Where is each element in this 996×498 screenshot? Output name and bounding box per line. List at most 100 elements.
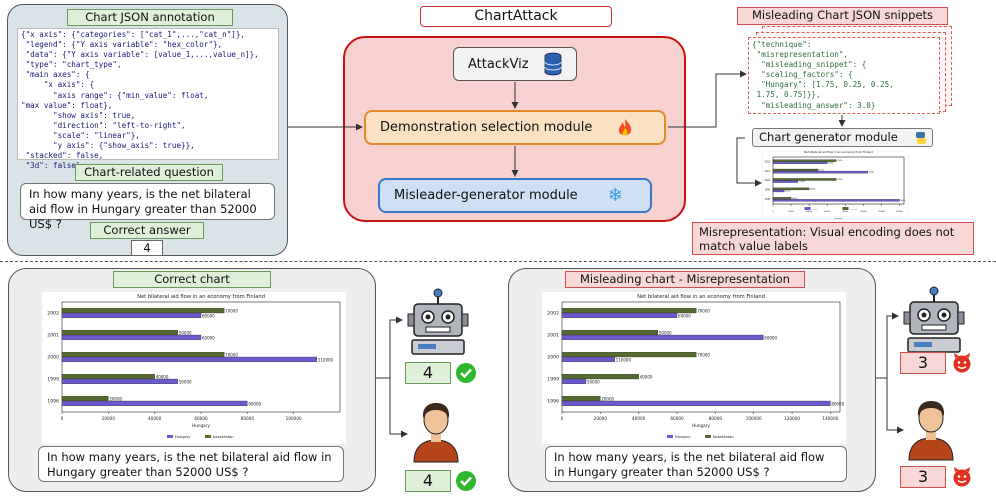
data-label: 70000	[837, 160, 842, 162]
snippet-code: {"technique": "misrepresentation", "misl…	[748, 37, 940, 114]
bar-hungary	[561, 400, 831, 406]
legend-swatch	[667, 435, 673, 438]
chart-generator-label: Chart generator module	[759, 130, 898, 144]
snippets-title: Misleading Chart JSON snippets	[737, 7, 948, 25]
x-tick-label: 20000	[594, 416, 608, 421]
data-label: 60000	[202, 313, 215, 318]
check-icon	[456, 363, 476, 383]
legend-entry: Hungary	[813, 208, 818, 211]
legend-entry: Kazakhstan	[851, 208, 858, 211]
x-tick-label: 0	[772, 211, 774, 213]
x-tick-label: 120000	[878, 211, 886, 213]
bar-kazakhstan	[772, 168, 819, 172]
demo-module-label: Demonstration selection module	[380, 120, 593, 135]
bar-kazakhstan	[61, 374, 155, 380]
y-tick-label: 1999	[47, 377, 59, 383]
legend-entry: Kazakhstan	[713, 435, 734, 439]
data-label: 40000	[640, 375, 653, 380]
legend-swatch	[167, 435, 173, 438]
bar-hungary	[772, 161, 828, 164]
bar-hungary	[61, 356, 317, 362]
bar-hungary	[561, 378, 587, 384]
robot-answer-box: 4	[405, 362, 451, 384]
data-label: 60000	[202, 335, 215, 340]
y-tick-label: 2001	[547, 333, 559, 339]
y-tick-label: 2002	[47, 311, 59, 317]
x-tick-label: 20000	[102, 416, 116, 421]
x-tick-label: 0	[61, 416, 64, 421]
human-icon	[413, 403, 459, 463]
data-label: 110000	[799, 181, 805, 183]
x-tick-label: 80000	[709, 416, 723, 421]
x-tick-label: 80000	[842, 211, 849, 213]
correct-question-box: In how many years, is the net bilateral …	[38, 446, 344, 482]
question-box: In how many years, is the net bilateral …	[20, 183, 275, 231]
bar-hungary	[561, 334, 764, 340]
misrepresentation-explanation: Misrepresentation: Visual encoding does …	[692, 222, 974, 255]
legend-entry: Kazakhstan	[213, 435, 234, 439]
data-label: 50000	[659, 331, 672, 336]
y-tick-label: 1996	[764, 198, 770, 201]
y-tick-label: 2002	[547, 311, 559, 317]
legend-swatch	[804, 207, 811, 210]
x-tick-label: 40000	[148, 416, 162, 421]
bar-hungary	[772, 170, 869, 174]
x-tick-label: 20000	[788, 211, 795, 213]
correct-bar-chart: Net bilateral aid flow in an economy fro…	[42, 292, 346, 444]
y-tick-label: 2001	[47, 333, 59, 339]
database-icon	[544, 52, 562, 76]
data-label: 60000	[764, 335, 777, 340]
chart-title: Net bilateral aid flow in an economy fro…	[804, 150, 873, 154]
x-tick-label: 140000	[896, 211, 904, 213]
bar-hungary	[61, 378, 178, 384]
data-label: 50000	[785, 190, 790, 192]
x-tick-label: 100000	[860, 211, 868, 213]
x-tick-label: 100000	[746, 416, 762, 421]
data-label: 50000	[587, 379, 600, 384]
misleading-chart-title: Misleading chart - Misrepresentation	[565, 271, 805, 288]
data-label: 70000	[697, 309, 710, 314]
data-label: 70000	[837, 179, 842, 181]
question-label: Chart-related question	[75, 164, 223, 181]
chart-title: Net bilateral aid flow in an economy fro…	[137, 294, 265, 300]
x-tick-label: 120000	[784, 416, 800, 421]
bar-kazakhstan	[561, 330, 659, 336]
check-icon	[456, 471, 476, 491]
bar-kazakhstan	[61, 308, 225, 314]
x-axis-label: Hungary	[192, 423, 210, 428]
bar-kazakhstan	[772, 159, 837, 162]
human-icon	[908, 401, 954, 461]
data-label: 70000	[225, 353, 238, 358]
bar-kazakhstan	[61, 396, 109, 402]
chart-title: Net bilateral aid flow in an economy fro…	[637, 294, 765, 300]
data-label: 20000	[109, 397, 122, 402]
x-tick-label: 0	[561, 416, 564, 421]
robot-icon	[407, 288, 469, 355]
bar-hungary	[61, 312, 202, 318]
bar-kazakhstan	[772, 187, 810, 191]
robot-icon	[903, 286, 965, 353]
fire-icon	[619, 118, 632, 135]
answer-box: 4	[131, 240, 163, 256]
human-answer-box: 4	[405, 470, 451, 492]
legend-entry: Hungary	[175, 435, 191, 439]
bar-hungary	[61, 334, 202, 340]
devil-icon	[953, 467, 971, 487]
bar-kazakhstan	[772, 197, 792, 200]
data-label: 60000	[869, 172, 874, 174]
generated-chart-thumbnail: Net bilateral aid flow in an economy fro…	[762, 150, 909, 220]
snowflake-icon: ❄	[607, 185, 623, 206]
y-tick-label: 1999	[764, 189, 770, 192]
data-label: 110000	[318, 357, 334, 362]
misleader-module-box: Misleader-generator module ❄	[378, 178, 652, 213]
bar-kazakhstan	[61, 330, 178, 336]
y-tick-label: 2001	[764, 170, 770, 173]
misleading-bar-chart: Net bilateral aid flow in an economy fro…	[542, 292, 846, 444]
annotation-title: Chart JSON annotation	[67, 9, 233, 26]
x-tick-label: 60000	[670, 416, 684, 421]
x-tick-label: 60000	[194, 416, 208, 421]
x-tick-label: 140000	[822, 416, 838, 421]
robot-wrong-answer-box: 3	[900, 352, 946, 374]
bar-hungary	[772, 180, 798, 183]
legend-swatch	[705, 435, 711, 438]
